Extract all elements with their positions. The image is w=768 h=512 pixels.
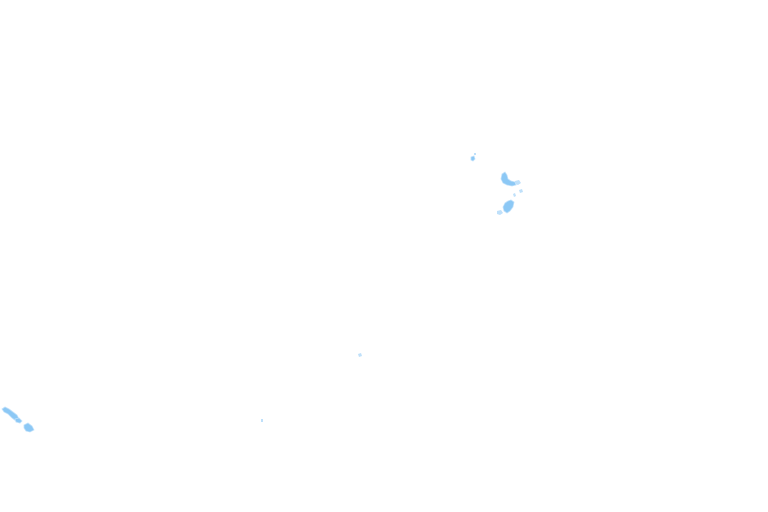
water-feature xyxy=(358,353,362,357)
water-feature xyxy=(515,180,521,185)
water-feature xyxy=(14,417,23,424)
water-feature xyxy=(261,419,263,422)
water-feature xyxy=(497,210,503,215)
water-feature xyxy=(502,199,515,214)
water-cluster-northeast xyxy=(470,153,523,215)
water-feature xyxy=(23,422,35,433)
water-feature xyxy=(474,153,476,155)
water-specks-center xyxy=(261,353,362,422)
water-feature xyxy=(519,189,523,193)
water-feature xyxy=(470,155,476,162)
water-feature xyxy=(513,193,516,197)
water-cluster-southwest xyxy=(1,406,35,433)
